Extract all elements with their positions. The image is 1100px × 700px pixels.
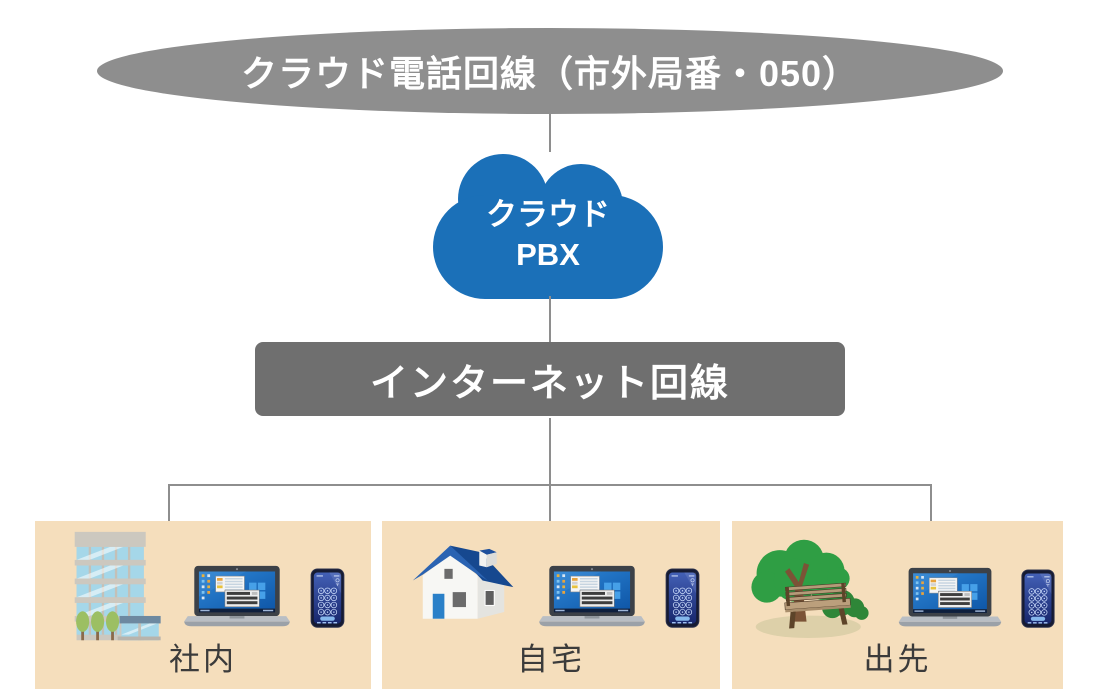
- smartphone-icon: [309, 568, 346, 630]
- out-icons: [740, 532, 1056, 630]
- laptop-icon: [896, 567, 1004, 630]
- location-panel-home: 自宅: [382, 521, 720, 689]
- home-icons: [402, 524, 701, 630]
- office-label: 社内: [169, 642, 237, 677]
- laptop-icon: [181, 565, 293, 630]
- cloud-pbx-node: クラウド PBX: [433, 142, 663, 300]
- park-bench-icon: [740, 532, 880, 644]
- home-label: 自宅: [517, 642, 585, 677]
- branch-drop-out: [930, 484, 932, 522]
- branch-drop-home: [549, 484, 551, 522]
- cloud-pbx-label-line2: PBX: [516, 237, 580, 272]
- house-icon: [402, 524, 520, 632]
- out-label: 出先: [863, 642, 932, 677]
- location-panel-office: 社内: [35, 521, 371, 689]
- office-building-icon: [61, 530, 165, 644]
- cloud-pbx-label-line1: クラウド: [486, 196, 610, 232]
- branch-drop-office: [168, 484, 170, 522]
- office-icons: [61, 530, 346, 630]
- connector-ellipse-to-cloud: [549, 112, 551, 152]
- internet-line-label: インターネット回線: [369, 362, 730, 405]
- cloud-icon: [433, 154, 663, 299]
- cloud-pbx-label: クラウド PBX: [433, 142, 663, 300]
- smartphone-icon: [664, 568, 701, 630]
- phone-line-node: クラウド電話回線（市外局番・050）: [97, 28, 1003, 114]
- connector-cloud-to-internet: [549, 296, 551, 342]
- laptop-icon: [536, 565, 648, 630]
- connector-internet-to-branch: [549, 418, 551, 485]
- internet-line-node: インターネット回線: [255, 342, 845, 416]
- smartphone-icon: [1020, 569, 1056, 630]
- phone-line-label: クラウド電話回線（市外局番・050）: [240, 53, 860, 94]
- location-panel-out: 出先: [732, 521, 1063, 689]
